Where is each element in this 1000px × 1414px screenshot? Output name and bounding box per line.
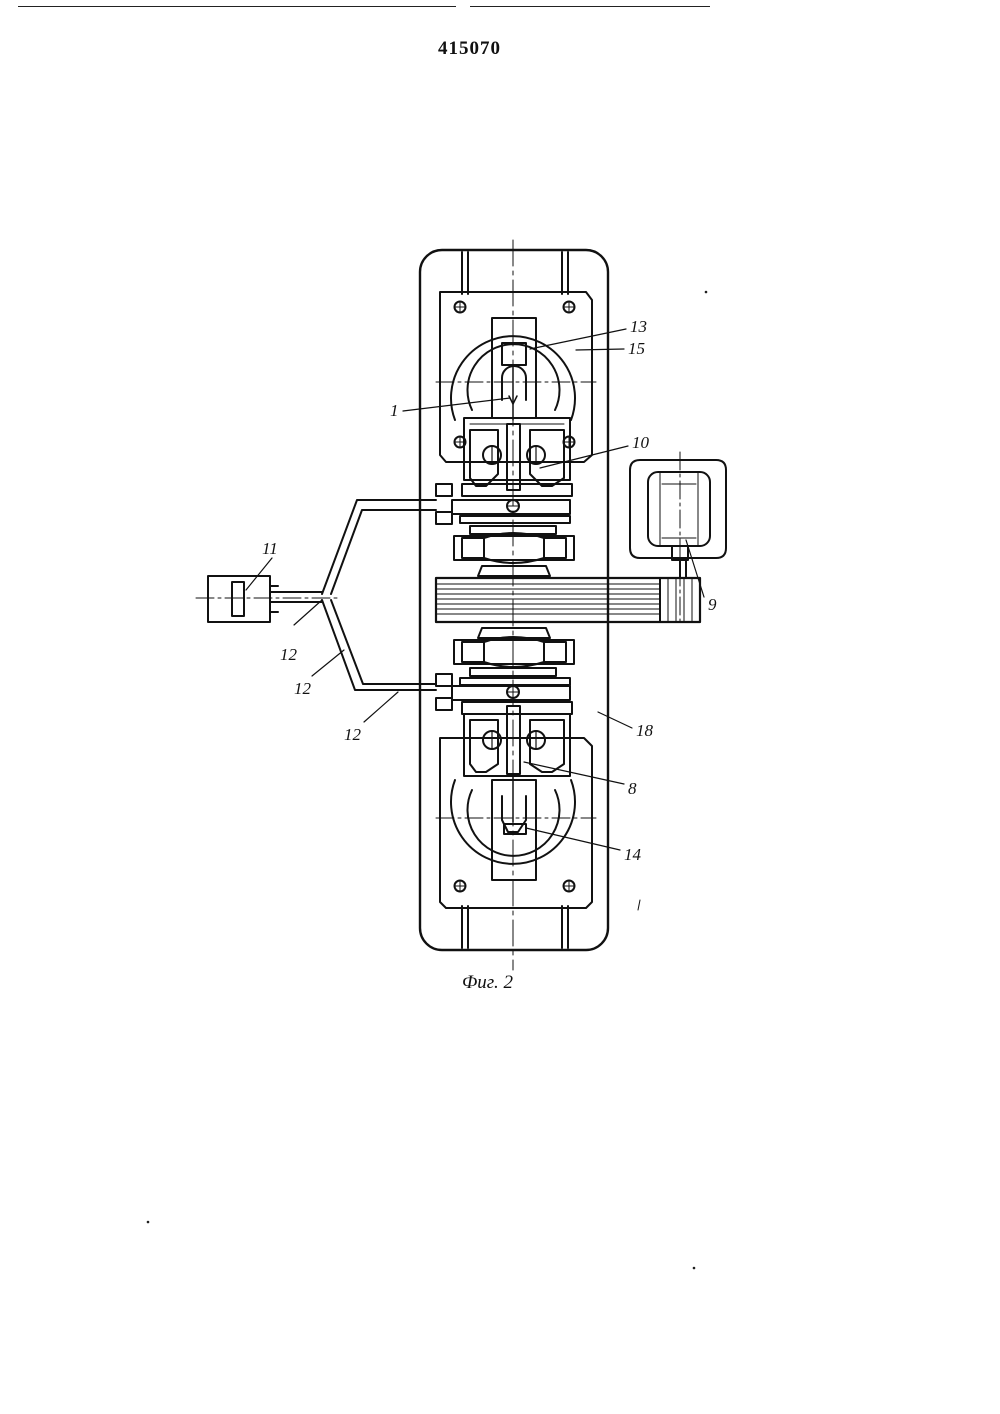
label-1: 1 [390, 401, 399, 420]
central-pulley-belt [436, 560, 700, 622]
label-9: 9 [708, 595, 717, 614]
label-11: 11 [262, 539, 278, 558]
label-8: 8 [628, 779, 637, 798]
upper-disk-15 [436, 318, 596, 420]
lower-shaft-assembly [436, 628, 574, 710]
reference-labels: 13 15 1 10 9 11 12 12 12 18 8 14 [262, 317, 717, 864]
upper-shaft-assembly [436, 484, 574, 576]
frame-18 [420, 250, 608, 950]
label-14: 14 [624, 845, 642, 864]
label-15: 15 [628, 339, 645, 358]
label-12-rod: 12 [294, 679, 312, 698]
upper-clamp-head-10 [462, 418, 572, 496]
scan-specks [147, 291, 707, 1269]
figure-caption: Фиг. 2 [462, 972, 513, 993]
label-12-cylinder: 12 [280, 645, 298, 664]
label-13: 13 [630, 317, 647, 336]
lower-disk [436, 776, 596, 880]
upper-coupling-small [436, 484, 452, 496]
lower-coupling-small [436, 674, 452, 686]
block-13 [502, 343, 526, 365]
cylinder-11 [196, 576, 340, 622]
label-18: 18 [636, 721, 654, 740]
label-10: 10 [632, 433, 650, 452]
label-12-lower: 12 [344, 725, 362, 744]
